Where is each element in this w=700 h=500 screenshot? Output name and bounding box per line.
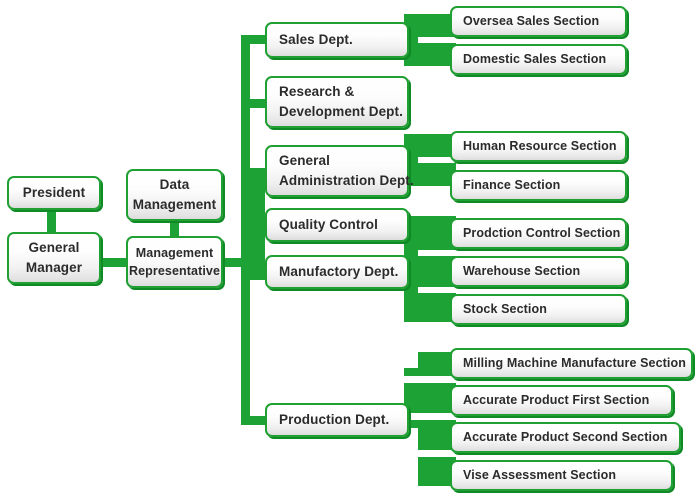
node-manufactory-dept[interactable]: Manufactory Dept. xyxy=(265,255,409,289)
node-manufactory-dept-line-1: Manufactory Dept. xyxy=(279,264,399,280)
connector-gap-sales-sections xyxy=(418,37,462,43)
node-data-management[interactable]: Data Management xyxy=(126,169,223,221)
node-sales-dept[interactable]: Sales Dept. xyxy=(265,22,409,58)
connector-management-representative-to-trunk xyxy=(219,258,249,267)
node-domestic-sales-section-label: Domestic Sales Section xyxy=(463,52,607,67)
connector-gap-production-3 xyxy=(418,450,462,457)
node-management-representative[interactable]: Management Representative xyxy=(126,236,223,288)
connector-general-manager-to-management-representative xyxy=(100,258,132,267)
node-general-manager-line-2: Manager xyxy=(25,260,83,275)
node-research-development-dept-line-1: Research & xyxy=(279,84,355,100)
node-management-representative-line-2: Representative xyxy=(128,264,221,278)
node-oversea-sales-section[interactable]: Oversea Sales Section xyxy=(450,6,627,37)
connector-gap-production-1 xyxy=(404,376,462,383)
node-stock-section[interactable]: Stock Section xyxy=(450,294,627,325)
node-human-resource-section[interactable]: Human Resource Section xyxy=(450,131,627,162)
connector-block-manufactory-dept xyxy=(404,216,456,322)
connector-trunk-to-sales-dept xyxy=(241,35,269,44)
connector-president-to-general-manager xyxy=(47,203,56,237)
node-oversea-sales-section-label: Oversea Sales Section xyxy=(463,14,600,29)
connector-trunk-to-manufactory-dept xyxy=(241,268,269,277)
node-general-manager[interactable]: General Manager xyxy=(7,232,101,284)
node-research-development-dept[interactable]: Research & Development Dept. xyxy=(265,76,409,128)
node-warehouse-section[interactable]: Warehouse Section xyxy=(450,256,627,287)
node-accurate-product-second-section-label: Accurate Product Second Section xyxy=(463,430,668,445)
node-accurate-product-second-section[interactable]: Accurate Product Second Section xyxy=(450,422,681,453)
node-production-dept[interactable]: Production Dept. xyxy=(265,403,409,437)
node-quality-control[interactable]: Quality Control xyxy=(265,208,409,242)
node-domestic-sales-section[interactable]: Domestic Sales Section xyxy=(450,44,627,75)
node-sales-dept-line-1: Sales Dept. xyxy=(279,32,353,48)
node-general-manager-line-1: General xyxy=(28,240,80,256)
connector-gap-manufactory-1 xyxy=(418,250,462,256)
node-research-development-dept-line-2: Development Dept. xyxy=(279,104,403,119)
node-finance-section-label: Finance Section xyxy=(463,178,561,193)
connector-trunk-to-production-dept xyxy=(241,416,269,425)
connector-gap-production-2 xyxy=(404,413,462,420)
node-human-resource-section-label: Human Resource Section xyxy=(463,139,617,154)
node-prodction-control-section-label: Prodction Control Section xyxy=(463,226,621,241)
node-data-management-line-2: Management xyxy=(132,197,217,212)
node-vise-assessment-section[interactable]: Vise Assessment Section xyxy=(450,460,673,491)
node-president[interactable]: President xyxy=(7,176,101,210)
connector-data-management-to-management-representative xyxy=(170,218,179,242)
node-quality-control-line-1: Quality Control xyxy=(279,217,378,233)
node-prodction-control-section[interactable]: Prodction Control Section xyxy=(450,218,627,249)
node-production-dept-line-1: Production Dept. xyxy=(279,412,390,428)
node-accurate-product-first-section-label: Accurate Product First Section xyxy=(463,393,650,408)
connector-gap-manufactory-2 xyxy=(418,287,462,293)
connector-trunk-to-general-administration-dept xyxy=(241,168,269,177)
node-milling-machine-manufacture-section[interactable]: Milling Machine Manufacture Section xyxy=(450,348,693,379)
node-general-administration-dept-line-1: General xyxy=(279,153,330,169)
node-general-administration-dept[interactable]: General Administration Dept. xyxy=(265,145,414,197)
connector-gap-administration-sections xyxy=(418,157,462,163)
node-data-management-line-1: Data xyxy=(159,177,190,193)
node-warehouse-section-label: Warehouse Section xyxy=(463,264,581,279)
node-management-representative-line-1: Management xyxy=(135,245,214,260)
node-accurate-product-first-section[interactable]: Accurate Product First Section xyxy=(450,385,673,416)
connector-stub-manufactory-dept xyxy=(404,270,424,279)
connector-trunk-to-quality-control xyxy=(241,221,269,230)
node-milling-machine-manufacture-section-label: Milling Machine Manufacture Section xyxy=(463,356,686,371)
node-general-administration-dept-line-2: Administration Dept. xyxy=(279,173,414,188)
connector-trunk-to-research-development-dept xyxy=(241,99,269,108)
node-stock-section-label: Stock Section xyxy=(463,302,547,317)
node-president-line-1: President xyxy=(22,185,86,201)
node-vise-assessment-section-label: Vise Assessment Section xyxy=(463,468,617,483)
node-finance-section[interactable]: Finance Section xyxy=(450,170,627,201)
